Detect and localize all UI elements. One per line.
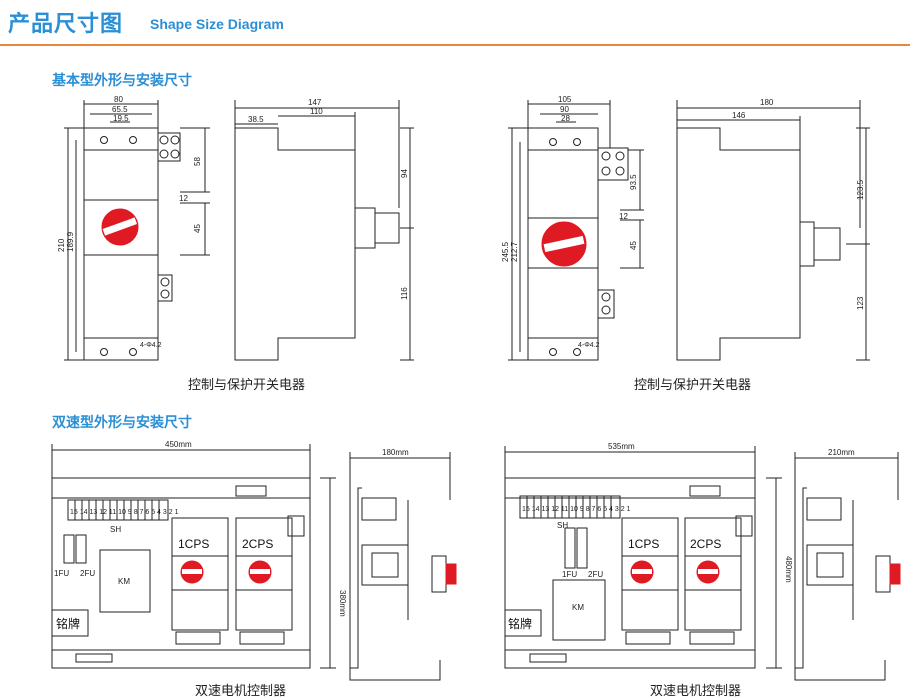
nameplate-label: 铭牌 (56, 616, 80, 631)
terminal-block (597, 289, 615, 319)
dim-label: 123 (856, 296, 865, 310)
dim-label: 45 (193, 224, 202, 233)
dim-label: 45 (629, 241, 638, 250)
dim-label: 94 (400, 169, 409, 178)
cps-label: 1CPS (628, 537, 659, 551)
dim-label: 380mm (338, 590, 347, 617)
dim-label: 212.7 (510, 241, 519, 262)
dim-label: 116 (400, 287, 409, 300)
fu-label: 2FU (80, 569, 95, 578)
knob-red (445, 563, 457, 585)
contactor-km (99, 549, 151, 613)
dim-label: 189.9 (66, 231, 75, 252)
dim-label: 210 (57, 238, 66, 252)
dim-label: 210mm (828, 448, 855, 457)
dim-label: 450mm (165, 440, 192, 449)
dim-label: 245.5 (501, 241, 510, 262)
nameplate-label: 铭牌 (508, 616, 532, 631)
dim-label: 147 (308, 98, 322, 107)
dim-label: 123.5 (856, 179, 865, 200)
dim-label: 12 (179, 194, 188, 203)
cps-label: 1CPS (178, 537, 209, 551)
terminal-strip (67, 499, 169, 521)
fu-label: 2FU (588, 570, 603, 579)
page-subtitle: Shape Size Diagram (150, 16, 284, 32)
terminal-numbers: 15 14 13 12 11 10 9 8 7 6 5 4 3 2 1 (522, 506, 631, 513)
knob-head (374, 212, 400, 244)
cps-module-2 (235, 517, 293, 631)
dual-right-front-view (504, 446, 782, 669)
cps-label: 2CPS (242, 537, 273, 551)
header-divider (0, 44, 910, 46)
km-label: KM (572, 603, 584, 612)
dim-label: 110 (310, 107, 323, 116)
dim-label: 19.5 (113, 114, 129, 123)
dim-label: 4-Φ4.2 (140, 342, 162, 349)
dim-label: 180mm (382, 448, 409, 457)
terminal-block (157, 274, 173, 302)
sh-label: SH (110, 525, 121, 534)
nameplate (51, 609, 89, 637)
basic-left-front-view (64, 100, 210, 361)
dim-label: 12 (619, 212, 628, 221)
fu-label: 1FU (54, 569, 69, 578)
knob-shaft (354, 207, 376, 249)
dim-label: 90 (560, 105, 569, 114)
dim-label: 93.5 (629, 174, 638, 190)
km-label: KM (118, 577, 130, 586)
dim-label: 38.5 (248, 115, 264, 124)
basic-right-side-view (676, 100, 870, 361)
panel-outline (51, 477, 311, 669)
dual-right-side-view (794, 452, 901, 681)
cps-module-1 (171, 517, 229, 631)
terminal-block (597, 147, 629, 181)
section-dual-title: 双速型外形与安装尺寸 (52, 414, 192, 430)
terminal-numbers: 15 14 13 12 11 10 9 8 7 6 5 4 3 2 1 (70, 509, 179, 516)
dim-label: 80 (114, 95, 123, 104)
sh-label: SH (557, 521, 568, 530)
dual-left-front-view (51, 444, 336, 669)
dim-label: 58 (193, 157, 202, 166)
caption-dual-right: 双速电机控制器 (650, 683, 742, 698)
section-basic-title: 基本型外形与安装尺寸 (52, 72, 192, 88)
dim-label: 105 (558, 95, 572, 104)
fu-label: 1FU (562, 570, 577, 579)
dim-label: 65.5 (112, 105, 128, 114)
basic-left-side-view (234, 100, 414, 361)
page-title: 产品尺寸图 (8, 11, 124, 36)
dim-label: 480mm (784, 556, 793, 583)
cps-label: 2CPS (690, 537, 721, 551)
dim-label: 180 (760, 98, 774, 107)
dim-label: 4-Φ4.2 (578, 342, 600, 349)
caption-basic-right: 控制与保护开关电器 (634, 377, 752, 392)
terminal-block (157, 132, 181, 162)
dual-left-side-view (349, 452, 457, 681)
dim-label: 28 (561, 114, 570, 123)
caption-basic-left: 控制与保护开关电器 (188, 377, 306, 392)
dim-label: 535mm (608, 442, 635, 451)
dim-label: 146 (732, 111, 746, 120)
caption-dual-left: 双速电机控制器 (195, 683, 287, 698)
basic-right-front-view (508, 100, 644, 361)
